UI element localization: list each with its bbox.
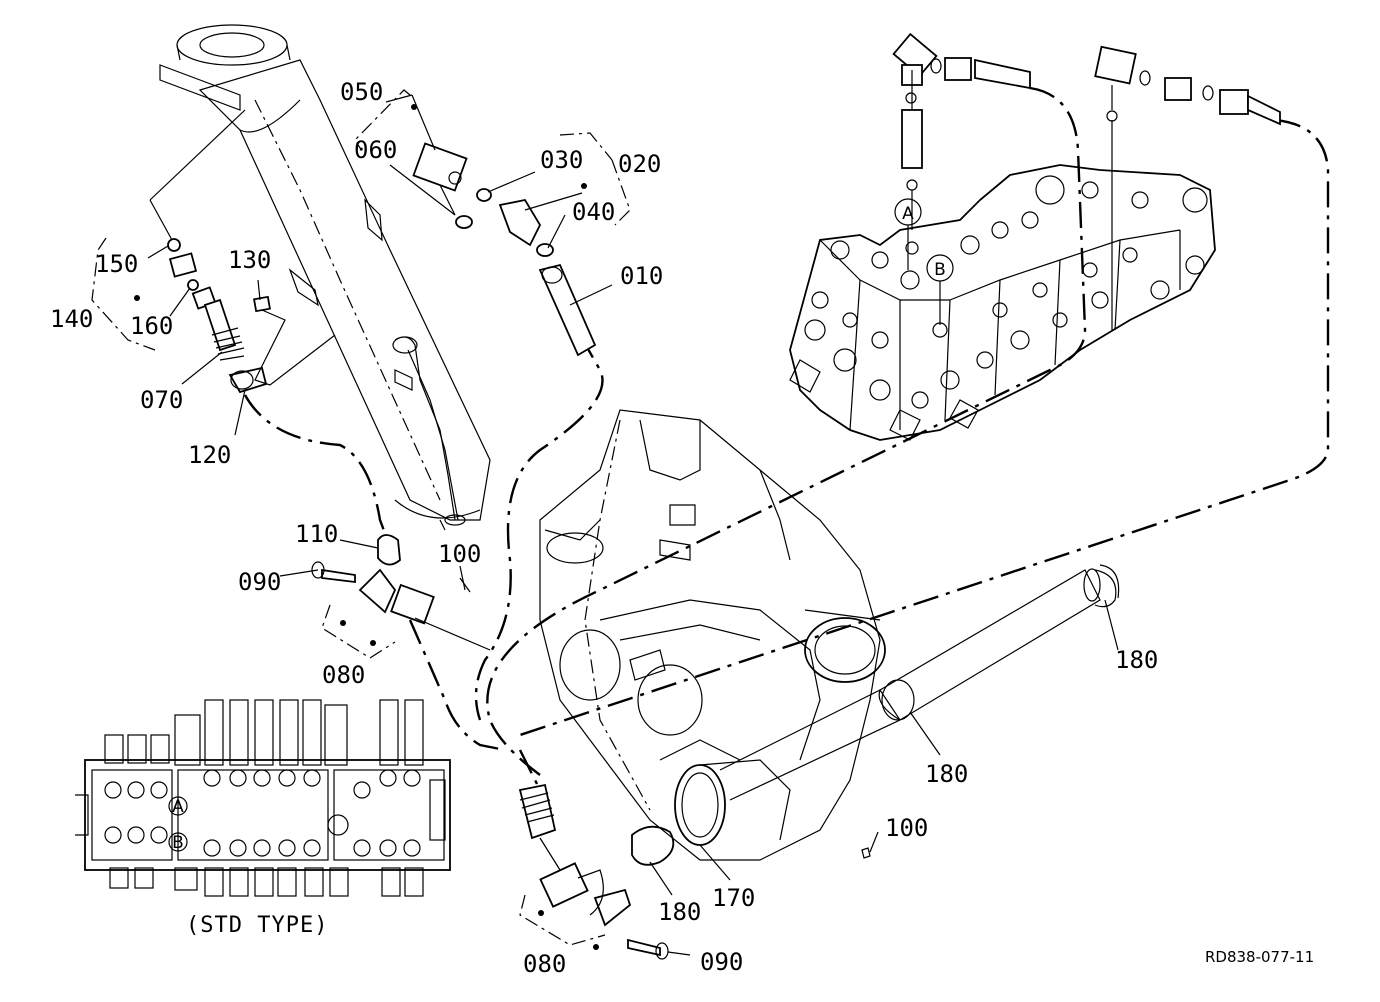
part-label-040: 040	[572, 198, 615, 226]
part-label-090-upper: 090	[238, 568, 281, 596]
std-type-valve: A B	[75, 699, 451, 897]
part-label-180-middle: 180	[925, 760, 968, 788]
port-b-label: B	[934, 260, 946, 280]
swing-frame	[539, 409, 886, 861]
part-label-150: 150	[95, 250, 138, 278]
part-label-090-lower: 090	[700, 948, 743, 976]
part-label-060: 060	[354, 136, 397, 164]
part-label-080-lower: 080	[523, 950, 566, 978]
group-brackets	[91, 89, 631, 946]
part-label-100-upper: 100	[438, 540, 481, 568]
part-label-070: 070	[140, 386, 183, 414]
leader-lines	[147, 94, 1119, 956]
port-b-label-std: B	[172, 833, 184, 853]
part-label-030: 030	[540, 146, 583, 174]
left-fittings	[149, 109, 336, 394]
part-label-020: 020	[618, 150, 661, 178]
part-label-180-right: 180	[1115, 646, 1158, 674]
hose-routes	[243, 86, 1330, 801]
boom-arm	[159, 24, 491, 531]
part-label-080-upper: 080	[322, 661, 365, 689]
part-label-180-lower: 180	[658, 898, 701, 926]
part-label-140: 140	[50, 305, 93, 333]
port-a-label: A	[902, 204, 914, 224]
part-label-120: 120	[188, 441, 231, 469]
part-label-170: 170	[712, 884, 755, 912]
clamps	[311, 534, 871, 960]
part-label-130: 130	[228, 246, 271, 274]
drawing-code: RD838-077-11	[1205, 948, 1314, 966]
hose-guard	[719, 564, 1120, 801]
reference-dots	[134, 104, 599, 950]
control-valve-assembly	[789, 164, 1216, 441]
part-label-100-lower: 100	[885, 814, 928, 842]
port-a-label-std: A	[172, 797, 184, 817]
part-labels: 050 060 030 020 040 010 150 130 140 160 …	[50, 78, 1158, 978]
part-label-010: 010	[620, 262, 663, 290]
std-type-caption: (STD TYPE)	[186, 913, 328, 938]
part-label-160: 160	[130, 312, 173, 340]
cylinder-fittings	[412, 142, 597, 357]
part-label-050: 050	[340, 78, 383, 106]
part-label-110: 110	[295, 520, 338, 548]
valve-fittings: A B	[892, 32, 1281, 330]
